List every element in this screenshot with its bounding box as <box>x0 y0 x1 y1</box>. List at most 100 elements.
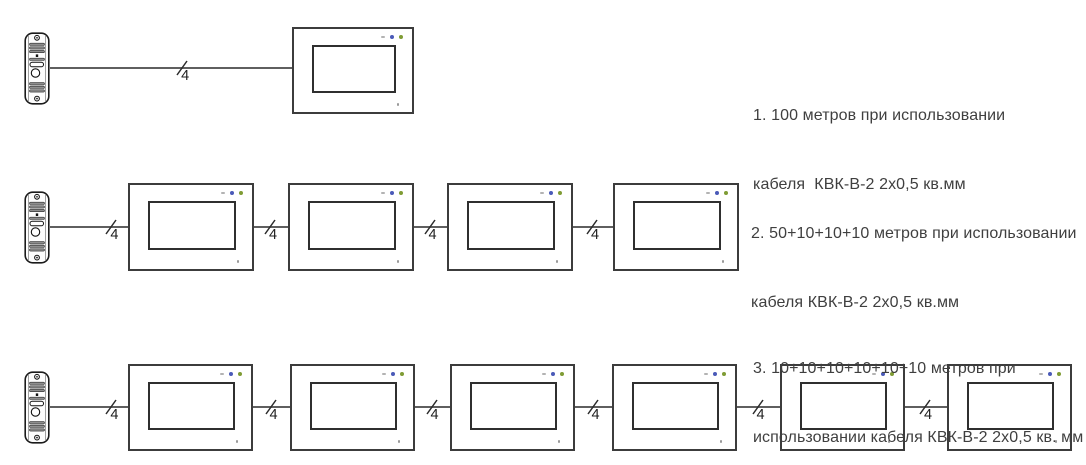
indoor-monitor <box>128 183 254 271</box>
conductor-slash-icon <box>586 399 599 415</box>
door-station <box>24 191 50 264</box>
conductor-count-marker: 4 <box>750 398 768 424</box>
status-leds <box>872 372 894 376</box>
monitor-screen <box>632 382 719 430</box>
monitor-screen <box>148 382 235 430</box>
conductor-count-label: 4 <box>110 227 119 243</box>
power-led-green-icon <box>399 35 403 39</box>
caption-line: использовании кабеля КВК-В-2 2х0,5 кв. м… <box>753 429 1084 446</box>
monitor-screen <box>312 45 396 93</box>
monitor-screen <box>148 201 236 250</box>
indoor-monitor <box>288 183 414 271</box>
monitor-screen <box>467 201 555 250</box>
conductor-count-marker: 4 <box>174 59 192 85</box>
power-led-blue-icon <box>551 372 555 376</box>
conductor-count-marker: 4 <box>585 398 603 424</box>
conductor-count-marker: 4 <box>103 218 121 244</box>
touch-button-icon <box>397 260 399 263</box>
status-leds <box>381 191 403 195</box>
caption-line: кабеля КВК-В-2 2х0,5 кв.мм <box>753 176 966 193</box>
conductor-count-label: 4 <box>269 227 278 243</box>
conductor-count-label: 4 <box>269 407 278 423</box>
conductor-count-label: 4 <box>591 407 600 423</box>
power-led-green-icon <box>722 372 726 376</box>
cable-wire <box>50 406 128 408</box>
cable-wire <box>414 226 447 228</box>
door-station <box>24 32 50 105</box>
caption-line: кабеля КВК-В-2 2х0,5 кв.мм <box>751 294 960 311</box>
monitor-screen <box>310 382 397 430</box>
power-led-green-icon <box>399 191 403 195</box>
power-led-green-icon <box>724 191 728 195</box>
touch-button-icon <box>720 440 722 443</box>
power-led-blue-icon <box>881 372 885 376</box>
conductor-count-label: 4 <box>591 227 600 243</box>
conductor-slash-icon <box>423 219 436 235</box>
touch-button-icon <box>722 260 724 263</box>
indoor-monitor <box>447 183 573 271</box>
cable-wire <box>573 226 613 228</box>
conductor-slash-icon <box>105 399 118 415</box>
caption-line: 2. 50+10+10+10 метров при использовании <box>751 225 1077 242</box>
touch-button-icon <box>398 440 400 443</box>
power-led-blue-icon <box>390 191 394 195</box>
touch-button-icon <box>236 440 238 443</box>
power-led-green-icon <box>558 191 562 195</box>
touch-button-icon <box>397 103 399 106</box>
conductor-slash-icon <box>105 219 118 235</box>
conductor-slash-icon <box>586 219 598 235</box>
monitor-screen <box>967 382 1054 430</box>
touch-button-icon <box>237 260 239 263</box>
led-dash-icon <box>1039 373 1043 375</box>
cable-wire <box>50 67 292 69</box>
caption-line: 1. 100 метров при использовании <box>753 107 1006 124</box>
conductor-slash-icon <box>264 399 277 415</box>
power-led-green-icon <box>890 372 894 376</box>
door-station-icon <box>24 191 50 264</box>
power-led-green-icon <box>238 372 242 376</box>
status-leds <box>382 372 404 376</box>
led-dash-icon <box>706 192 710 194</box>
led-dash-icon <box>704 373 708 375</box>
power-led-blue-icon <box>1048 372 1052 376</box>
conductor-slash-icon <box>919 399 931 415</box>
cable-wire <box>253 406 290 408</box>
led-dash-icon <box>220 373 224 375</box>
led-dash-icon <box>381 36 385 38</box>
status-leds <box>542 372 564 376</box>
caption-option-3: 3. 10+10+10+10+10+10 метров при использо… <box>753 311 1083 465</box>
status-leds <box>381 35 403 39</box>
power-led-blue-icon <box>390 35 394 39</box>
status-leds <box>706 191 728 195</box>
power-led-green-icon <box>560 372 564 376</box>
led-dash-icon <box>542 373 546 375</box>
conductor-count-marker: 4 <box>424 398 442 424</box>
indoor-monitor <box>450 364 575 451</box>
led-dash-icon <box>540 192 544 194</box>
indoor-monitor <box>290 364 415 451</box>
indoor-monitor <box>612 364 737 451</box>
door-station-icon <box>24 32 50 105</box>
power-led-green-icon <box>239 191 243 195</box>
touch-button-icon <box>558 440 560 443</box>
indoor-monitor <box>613 183 739 271</box>
conductor-slash-icon <box>176 60 188 76</box>
power-led-green-icon <box>1057 372 1061 376</box>
caption-line: 3. 10+10+10+10+10+10 метров при <box>753 360 1016 377</box>
power-led-blue-icon <box>713 372 717 376</box>
cable-wire <box>905 406 947 408</box>
conductor-count-label: 4 <box>756 407 765 423</box>
door-station-icon <box>24 371 50 444</box>
conductor-count-marker: 4 <box>262 218 280 244</box>
conductor-count-label: 4 <box>428 227 437 243</box>
cable-wire <box>415 406 450 408</box>
status-leds <box>1039 372 1061 376</box>
conductor-slash-icon <box>751 399 764 415</box>
cable-wire <box>50 226 128 228</box>
led-dash-icon <box>382 373 386 375</box>
touch-button-icon <box>556 260 558 263</box>
status-leds <box>221 191 243 195</box>
conductor-count-label: 4 <box>924 407 933 423</box>
led-dash-icon <box>221 192 225 194</box>
